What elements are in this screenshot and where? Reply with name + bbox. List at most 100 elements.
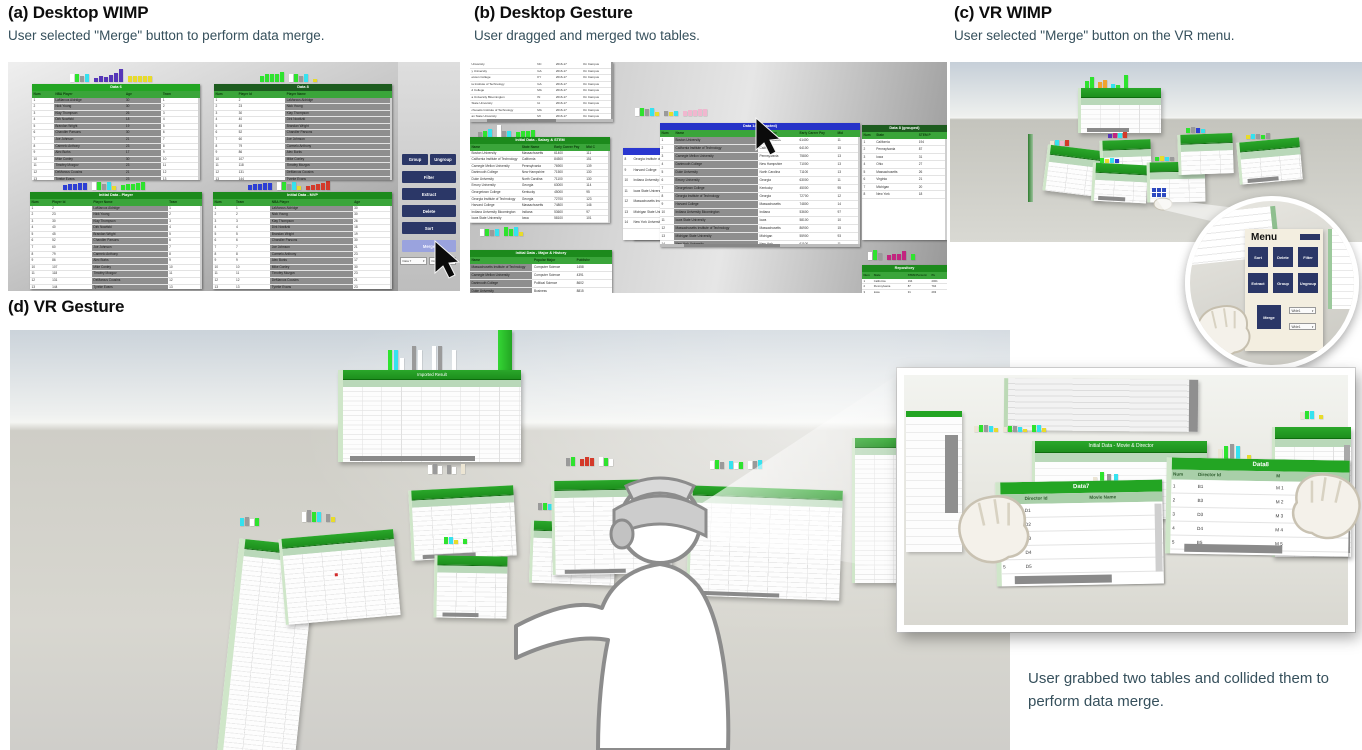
mouse-cursor-icon — [434, 240, 460, 279]
vr-table[interactable] — [278, 529, 401, 625]
table-scrollbar-h[interactable] — [660, 244, 860, 247]
vr-table[interactable] — [433, 555, 508, 619]
column-histogram — [70, 68, 152, 82]
table-bar-chart — [710, 456, 762, 469]
vr-hand-icon — [1196, 305, 1251, 358]
table-scrollbar — [945, 435, 958, 513]
menu-ungroup-button[interactable]: Ungroup — [1298, 273, 1318, 293]
ungroup-button[interactable]: Ungroup — [430, 154, 456, 165]
table-scrollbar[interactable] — [197, 98, 200, 180]
menu-collapse-button[interactable] — [1300, 234, 1320, 240]
table-bar-chart — [1050, 138, 1069, 146]
vr-table-edge-on[interactable] — [1028, 134, 1033, 202]
panel-b-caption: User dragged and merged two tables. — [474, 28, 700, 43]
table-scrollbar[interactable] — [610, 62, 613, 122]
table-bar-chart — [1300, 409, 1323, 419]
vr-hand-right-icon — [1291, 473, 1361, 540]
table-bar-chart — [1108, 130, 1127, 138]
menu-sort-button[interactable]: Sort — [1248, 247, 1268, 267]
filter-button[interactable]: Filter — [402, 171, 456, 183]
vr-table[interactable] — [1177, 133, 1234, 175]
vr-table[interactable] — [1236, 137, 1303, 185]
vr-table[interactable] — [1078, 88, 1161, 133]
panel-c-caption: User selected "Merge" button on the VR m… — [954, 28, 1235, 43]
dropdown-value: Data 7 — [402, 259, 412, 263]
mouse-cursor-icon — [755, 117, 782, 156]
operation-sidebar: Group Ungroup Filter Extract Delete Sort… — [398, 62, 460, 291]
column-histogram — [868, 248, 915, 260]
menu-extract-button[interactable]: Extract — [1248, 273, 1268, 293]
table-scrollbar — [1154, 503, 1163, 572]
vr-headset-earcup — [609, 518, 635, 550]
menu-merge-button[interactable]: Merge — [1257, 305, 1281, 329]
column-histogram — [478, 124, 535, 137]
chevron-down-icon: ▾ — [422, 259, 425, 263]
table-bar-chart — [302, 506, 335, 522]
menu-filter-button[interactable]: Filter — [1298, 247, 1318, 267]
vr-table-imported-result[interactable]: Imported Result — [338, 370, 521, 462]
table-bar-chart — [428, 460, 465, 474]
panel-b-title: (b) Desktop Gesture — [474, 3, 633, 22]
table-scrollbar[interactable] — [199, 206, 202, 289]
menu-group-button[interactable]: Group — [1273, 273, 1293, 293]
table-scrollbar-h[interactable] — [470, 119, 613, 122]
menu-target-dropdown[interactable]: Wide1 ▾ — [1289, 323, 1316, 330]
table-scrollbar-h — [1014, 574, 1113, 585]
table-bar-chart — [1186, 126, 1205, 133]
table-bar-chart — [388, 340, 456, 370]
group-button[interactable]: Group — [402, 154, 428, 165]
menu-delete-button[interactable]: Delete — [1273, 247, 1293, 267]
table-bar-chart — [444, 534, 467, 544]
table-bar-chart — [566, 454, 613, 466]
merge-source-dropdown[interactable]: Data 7 ▾ — [400, 257, 427, 265]
vr-hand-left-icon — [958, 495, 1030, 564]
table-scrollbar[interactable] — [857, 137, 860, 247]
table-scrollbar[interactable] — [607, 151, 610, 223]
vr-gesture-screenshot: Imported Result — [10, 330, 1010, 750]
column-histogram — [260, 68, 317, 82]
column-histogram — [635, 102, 707, 116]
menu-source-dropdown[interactable]: Wide1▾ — [1289, 307, 1316, 314]
table-scrollbar[interactable] — [389, 206, 392, 289]
vr-headset-strap — [623, 476, 697, 503]
extract-button[interactable]: Extract — [402, 188, 456, 200]
delete-button[interactable]: Delete — [402, 205, 456, 217]
panel-d-title: (d) VR Gesture — [8, 297, 125, 316]
table-scrollbar[interactable] — [944, 139, 947, 240]
vr-menu-magnifier-inset: Menu Sort Delete Filter Extract Group Un… — [1185, 196, 1359, 370]
vr-menu-panel: Menu Sort Delete Filter Extract Group Un… — [1245, 229, 1323, 351]
table-bar-chart — [240, 514, 259, 526]
panel-a-title: (a) Desktop WIMP — [8, 3, 149, 22]
vr-table[interactable] — [408, 485, 517, 561]
table-scrollbar[interactable] — [389, 98, 392, 180]
table-scrollbar-h — [1184, 543, 1283, 554]
table-bar-chart — [1100, 156, 1119, 163]
dropdown-value: Wide1 — [1291, 324, 1301, 329]
vr-user-silhouette — [514, 476, 731, 750]
sort-button[interactable]: Sort — [402, 222, 456, 234]
inset-caption: User grabbed two tables and collided the… — [1028, 670, 1330, 711]
dropdown-value: Wide1 — [1291, 308, 1301, 313]
column-histogram — [248, 176, 330, 190]
vr-table-left[interactable] — [906, 411, 962, 552]
chevron-down-icon: ▾ — [1311, 324, 1314, 329]
magnifier-beam — [682, 375, 897, 570]
vr-headset-band — [612, 494, 708, 539]
column-histogram — [480, 225, 523, 236]
table-scrollbar — [1188, 379, 1199, 432]
column-histogram — [63, 176, 145, 190]
vr-table[interactable] — [1091, 162, 1148, 204]
